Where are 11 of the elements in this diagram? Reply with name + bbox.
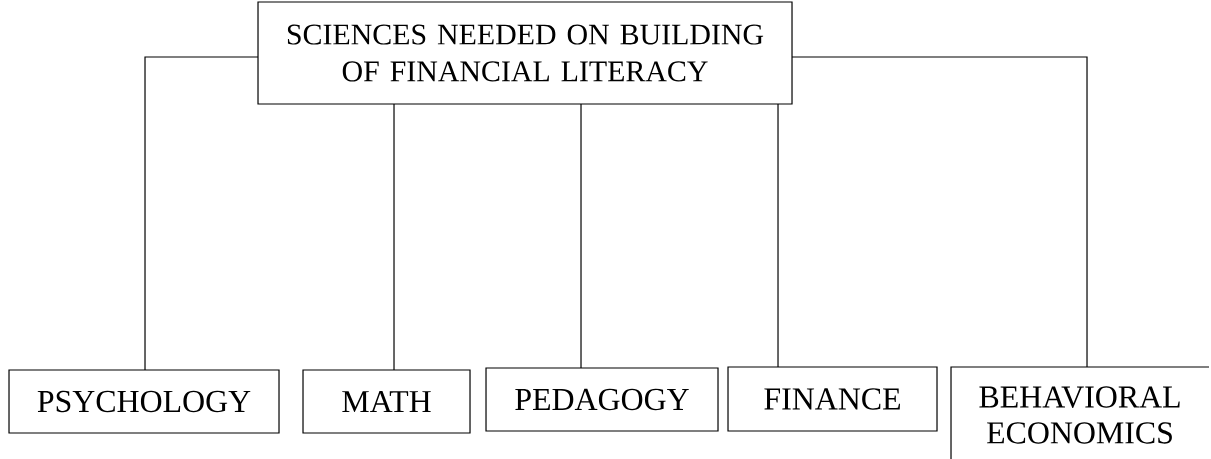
connector-line	[777, 103, 779, 368]
connector-line	[580, 103, 582, 369]
category-box: MATH	[302, 369, 471, 434]
category-box: PSYCHOLOGY	[8, 369, 280, 434]
category-box: FINANCE	[727, 366, 938, 432]
category-box: BEHAVIORAL ECONOMICS	[950, 366, 1210, 459]
connector-line	[393, 103, 395, 371]
title-box: SCIENCES NEEDED ON BUILDING OF FINANCIAL LITERACY	[257, 1, 793, 105]
connector-line	[144, 56, 259, 371]
category-box: PEDAGOGY	[485, 367, 719, 432]
connector-line	[791, 56, 1088, 368]
